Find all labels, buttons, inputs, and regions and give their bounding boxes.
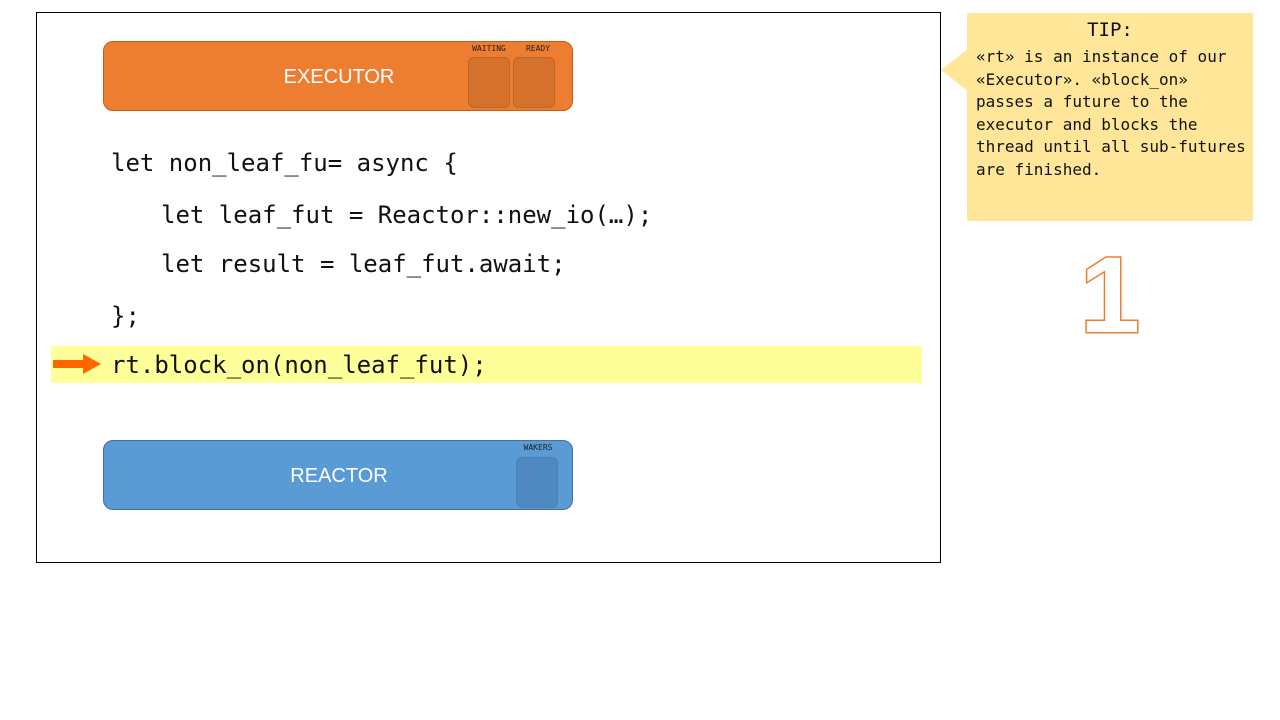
code-line-4: };	[111, 302, 140, 330]
tip-text: «rt» is an instance of our «Executor». «…	[976, 46, 1251, 181]
executor-box: EXECUTOR WAITING READY	[103, 41, 573, 111]
tip-title: TIP:	[967, 19, 1253, 41]
slide-frame: EXECUTOR WAITING READY let non_leaf_fu= …	[36, 12, 941, 563]
ready-label: READY	[513, 44, 563, 53]
tip-pointer	[941, 48, 969, 92]
wakers-label: WAKERS	[513, 443, 563, 452]
ready-slot	[513, 57, 555, 108]
wakers-slot	[516, 457, 558, 508]
reactor-box: REACTOR WAKERS	[103, 440, 573, 510]
waiting-slot	[468, 57, 510, 108]
right-arrow-icon	[53, 354, 101, 374]
step-number: 1	[1070, 240, 1150, 340]
waiting-label: WAITING	[464, 44, 514, 53]
code-line-2: let leaf_fut = Reactor::new_io(…);	[161, 201, 652, 229]
tip-callout: TIP: «rt» is an instance of our «Executo…	[967, 13, 1253, 221]
code-line-1: let non_leaf_fu= async {	[111, 149, 458, 177]
code-line-5: rt.block_on(non_leaf_fut);	[111, 351, 487, 379]
step-number-text: 1	[1080, 240, 1140, 340]
code-line-3: let result = leaf_fut.await;	[161, 250, 566, 278]
reactor-label: REACTOR	[104, 441, 574, 511]
